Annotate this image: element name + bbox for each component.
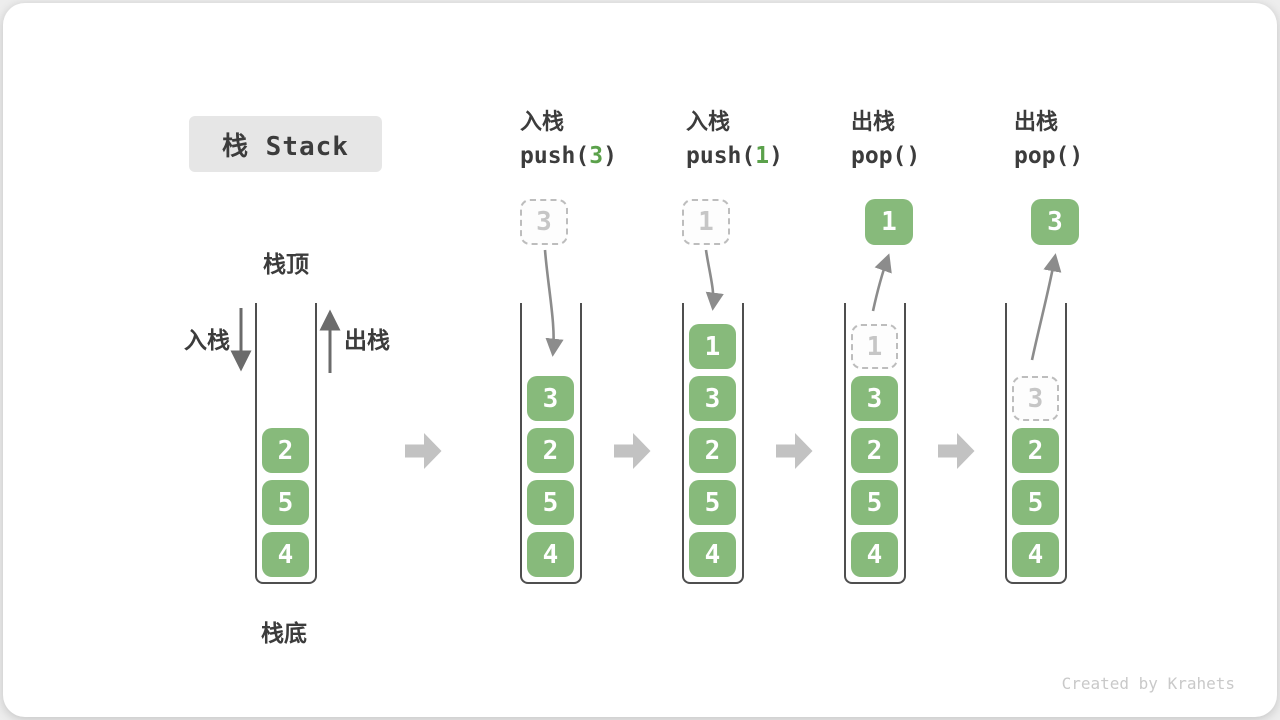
stack-block: 2: [262, 428, 309, 473]
op-name: 入栈: [686, 110, 731, 135]
stack-block: 1: [689, 324, 736, 369]
stack-container: [844, 303, 906, 584]
flow-arrow: [614, 433, 651, 469]
stack-block: 2: [1012, 428, 1059, 473]
op-name: 出栈: [1014, 110, 1059, 135]
stack-container: [1005, 303, 1067, 584]
flow-arrow: [776, 433, 813, 469]
stack-block: 2: [851, 428, 898, 473]
op-code-arg: 3: [589, 143, 604, 169]
op-name: 出栈: [851, 110, 896, 135]
stack-state-pop-2: 3 2 5 4: [1005, 303, 1067, 584]
diagram-card: 栈 Stack 入栈 push(3) 入栈 push(1) 出栈 pop() 出…: [3, 3, 1277, 717]
stack-block: 3: [851, 376, 898, 421]
stack-state-push-1: 1 3 2 5 4: [682, 303, 744, 584]
stack-block: 3: [527, 376, 574, 421]
op-name: 入栈: [520, 110, 565, 135]
label-stack-bottom: 栈底: [261, 621, 307, 647]
stack-state-initial: 2 5 4: [255, 303, 317, 584]
page-title: 栈 Stack: [222, 131, 349, 162]
stack-block: 5: [851, 480, 898, 525]
stack-block: 5: [527, 480, 574, 525]
op-label-push-1: 入栈 push(1): [686, 108, 846, 174]
stack-container: [520, 303, 582, 584]
op-label-pop-1: 出栈 pop(): [851, 108, 1011, 174]
ghost-block: 1: [851, 324, 898, 369]
label-pop-side: 出栈: [344, 328, 390, 354]
op-code-arg: 1: [755, 143, 770, 169]
stack-block: 4: [1012, 532, 1059, 577]
stack-block: 4: [262, 532, 309, 577]
op-label-pop-2: 出栈 pop(): [1014, 108, 1174, 174]
stack-block: 4: [527, 532, 574, 577]
stack-block: 5: [1012, 480, 1059, 525]
label-push-side: 入栈: [184, 328, 230, 354]
stack-block: 2: [689, 428, 736, 473]
stack-state-push-3: 3 2 5 4: [520, 303, 582, 584]
stack-block: 4: [851, 532, 898, 577]
stack-block: 3: [689, 376, 736, 421]
op-code: push(1): [686, 143, 783, 169]
watermark: Created by Krahets: [1061, 674, 1235, 693]
op-code: pop(): [851, 143, 921, 169]
push-1-arrow: [704, 249, 724, 311]
title-box: 栈 Stack: [189, 116, 382, 172]
op-label-push-3: 入栈 push(3): [520, 108, 680, 174]
stack-container: [682, 303, 744, 584]
stack-block: 2: [527, 428, 574, 473]
flow-arrow: [938, 433, 975, 469]
stack-block: 5: [689, 480, 736, 525]
stack-container: [255, 303, 317, 584]
flow-arrow: [405, 433, 442, 469]
popped-value-box: 1: [865, 199, 913, 245]
label-stack-top: 栈顶: [263, 252, 309, 278]
stack-block: 5: [262, 480, 309, 525]
incoming-value-box: 1: [682, 199, 730, 245]
stack-state-pop-1: 1 3 2 5 4: [844, 303, 906, 584]
ghost-block: 3: [1012, 376, 1059, 421]
op-code: pop(): [1014, 143, 1084, 169]
incoming-value-box: 3: [520, 199, 568, 245]
stack-block: 4: [689, 532, 736, 577]
op-code: push(3): [520, 143, 617, 169]
popped-value-box: 3: [1031, 199, 1079, 245]
